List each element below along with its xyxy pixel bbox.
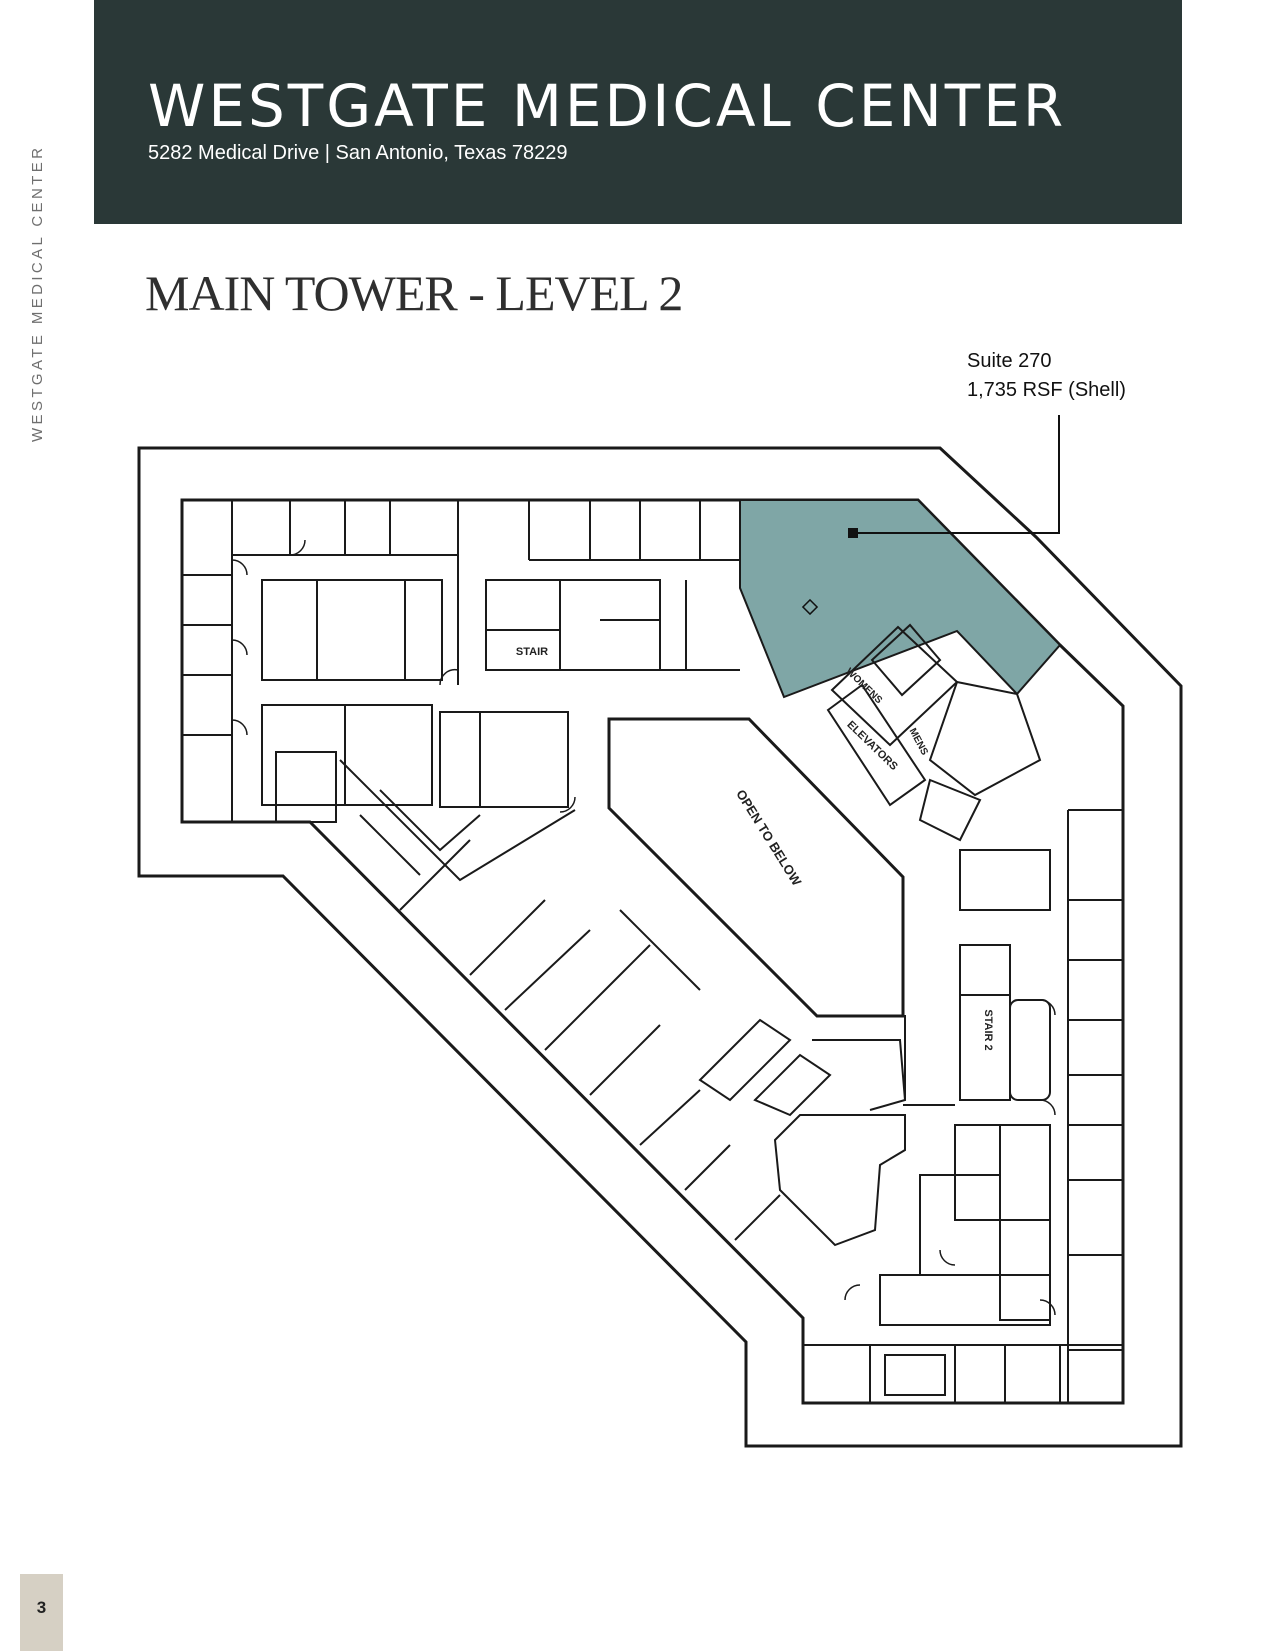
womens-label: WOMENS: [843, 666, 884, 706]
suite-name: Suite 270: [967, 350, 1052, 372]
header-banner: WESTGATE MEDICAL CENTER 5282 Medical Dri…: [94, 0, 1182, 224]
east-stair-label: STAIR 2: [982, 1009, 994, 1050]
mens-label: MENS: [907, 726, 930, 757]
building-outer-outline: [137, 446, 1183, 1448]
suite-callout: Suite 270 1,735 RSF (Shell): [967, 347, 1126, 405]
elevator-core: [826, 623, 1042, 842]
north-rooms: [485, 500, 740, 671]
suite-size: 1,735 RSF (Shell): [967, 379, 1126, 401]
level-title: MAIN TOWER - LEVEL 2: [145, 265, 683, 321]
north-stair-label: STAIR: [516, 646, 548, 658]
building-title: WESTGATE MEDICAL CENTER: [148, 72, 1067, 140]
door-swings: [231, 539, 1056, 1316]
northwest-wing-rooms: [182, 500, 459, 823]
page-number: 3: [36, 1598, 47, 1617]
suite-270-highlight[interactable]: [739, 499, 1062, 699]
suite-column-mark: [801, 598, 819, 616]
south-rooms: [802, 1318, 1123, 1403]
suite-leader-line: [853, 415, 1060, 534]
central-rooms: [339, 711, 781, 1241]
open-to-below-label: OPEN TO BELOW: [733, 787, 805, 889]
atrium-open-to-below: [607, 717, 905, 1018]
building-address: 5282 Medical Drive | San Antonio, Texas …: [148, 142, 568, 164]
central-office-cluster: [698, 1018, 955, 1247]
page-number-tab: 3: [20, 1574, 63, 1651]
east-wing-rooms: [879, 809, 1123, 1403]
